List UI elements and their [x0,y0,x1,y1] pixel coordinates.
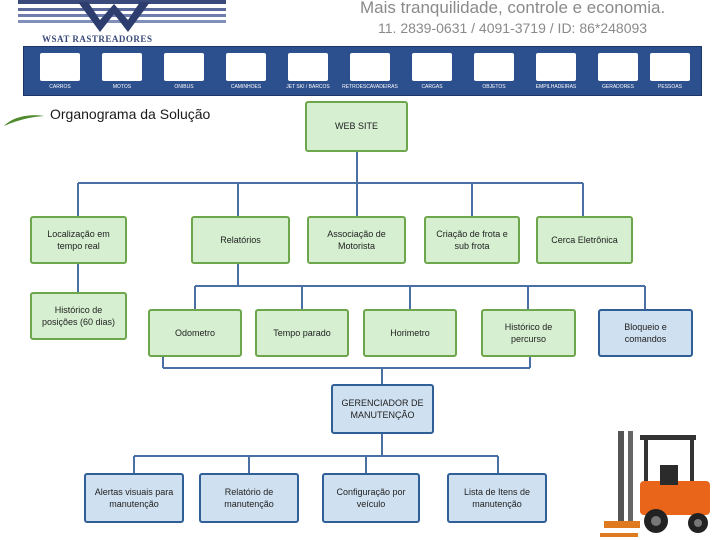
boxes-icon [474,53,514,81]
jetski-icon [288,53,328,81]
truck-icon [226,53,266,81]
page-title: Organograma da Solução [50,106,211,122]
wsat-logo [18,0,226,32]
relatorios-box: Relatórios [191,216,290,264]
category-motorcycles: MOTOS [100,51,144,91]
bloqueio-box: Bloqueio e comandos [598,309,693,357]
odometro-box: Odometro [148,309,242,357]
configuracao-box: Configuração por veículo [322,473,420,523]
category-objects: OBJETOS [472,51,516,91]
gerenciador-box: GERENCIADOR DE MANUTENÇÃO [331,384,434,434]
relatorio-manutencao-box: Relatório de manutenção [199,473,299,523]
category-cargo: CARGAS [410,51,454,91]
historico-percurso-box: Histórico de percurso [481,309,576,357]
cerca-box: Cerca Eletrônica [536,216,633,264]
category-people: PESSOAS [648,51,692,91]
criacao-frota-box: Criação de frota e sub frota [424,216,520,264]
lista-itens-box: Lista de Itens de manutenção [447,473,547,523]
cargo-icon [412,53,452,81]
bus-icon [164,53,204,81]
tagline: Mais tranquilidade, controle e economia. [360,0,666,17]
logo-text: WSAT RASTREADORES [42,34,153,44]
localizacao-box: Localização em tempo real [30,216,127,264]
backhoe-icon [350,53,390,81]
generator-icon [598,53,638,81]
category-cars: CARROS [38,51,82,91]
horimetro-box: Horimetro [363,309,457,357]
contact-info: 11. 2839-0631 / 4091-3719 / ID: 86*24809… [378,20,648,36]
category-trucks: CAMINHÕES [224,51,268,91]
car-icon [40,53,80,81]
tempo-parado-box: Tempo parado [255,309,349,357]
forklift-icon [536,53,576,81]
swoosh-icon [4,115,44,126]
category-banner: CARROS MOTOS ÔNIBUS CAMINHÕES JET SKI / … [23,46,702,96]
website-box: WEB SITE [305,101,408,152]
associacao-box: Associação de Motorista [307,216,406,264]
historico-posicoes-box: Histórico de posições (60 dias) [30,292,127,340]
motorcycle-icon [102,53,142,81]
people-icon [650,53,690,81]
alertas-box: Alertas visuais para manutenção [84,473,184,523]
category-generators: GERADORES [596,51,640,91]
category-backhoes: RETROESCAVADEIRAS [342,51,398,91]
category-buses: ÔNIBUS [162,51,206,91]
category-jetski: JET SKI / BARCOS [286,51,330,91]
category-forklifts: EMPILHADEIRAS [534,51,578,91]
forklift-illustration [600,431,710,537]
